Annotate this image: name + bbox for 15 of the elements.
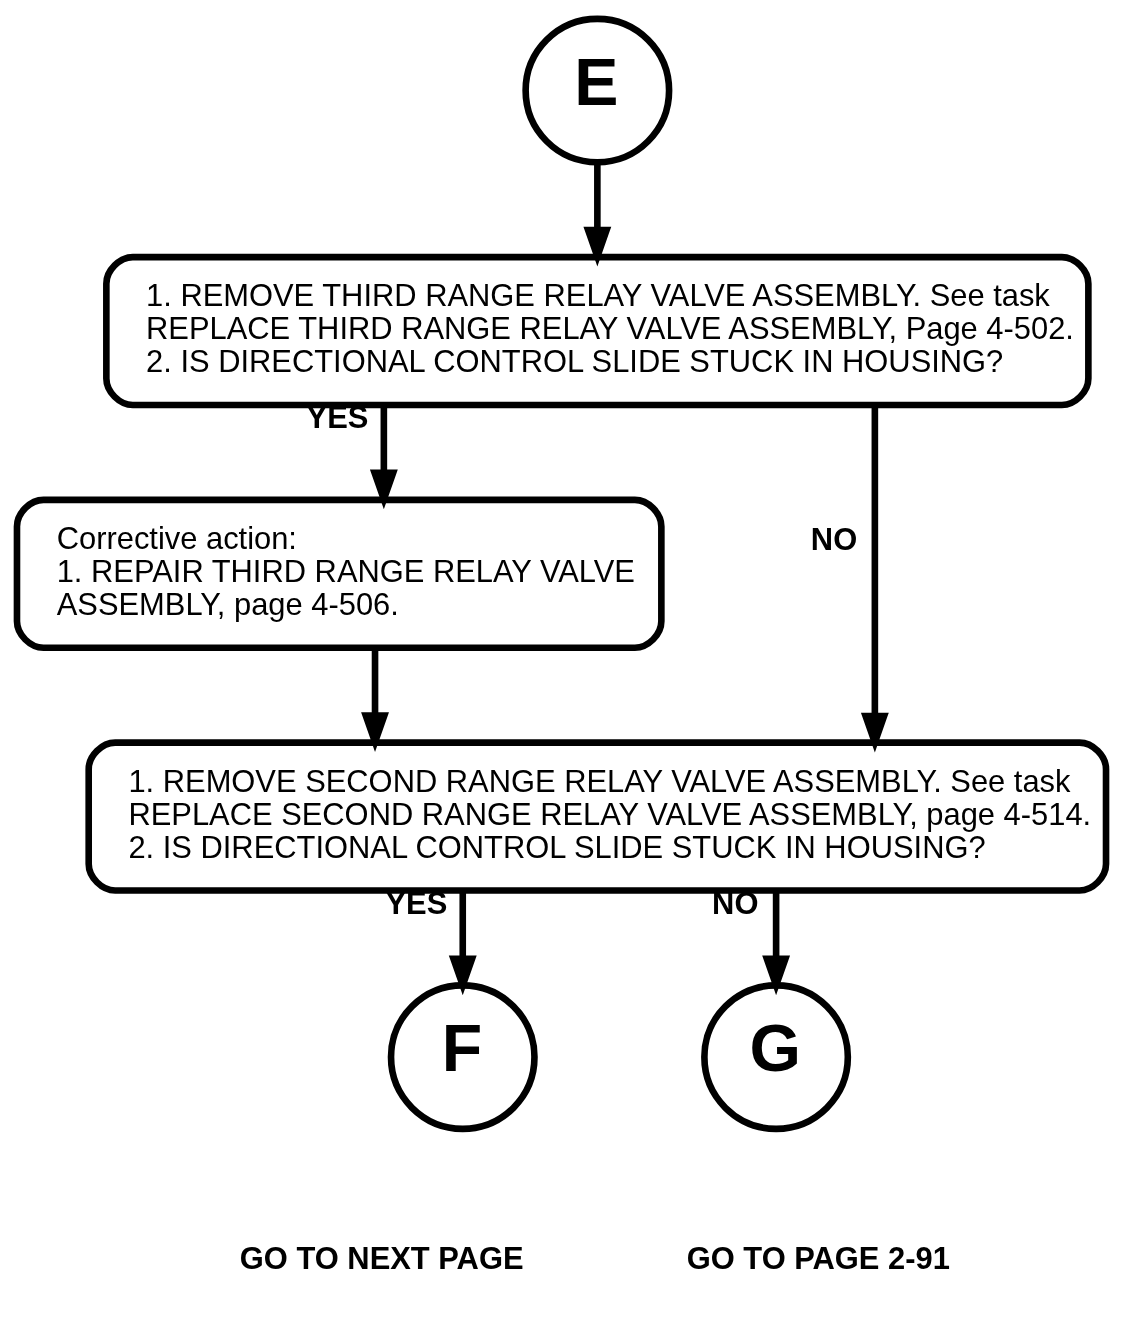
edge-label: NO: [810, 522, 858, 558]
node-circle: E: [522, 15, 673, 166]
arrow: [583, 162, 612, 267]
arrow: [369, 405, 398, 510]
arrow: [448, 890, 477, 996]
arrow: [762, 890, 791, 996]
node-box: 1. REMOVE SECOND RANGE RELAY VALVE ASSEMBLY. See task REPLACE SECOND RANGE RELAY VALVE ASSEMBLY, page 4-514. 2. IS DIRECTIONAL CONTROL SLIDE STUCK IN HOUSING?: [85, 739, 1110, 894]
node-box: Corrective action: 1. REPAIR THIRD RANGE RELAY VALVE ASSEMBLY, page 4-506.: [13, 496, 665, 652]
node-label: GO TO PAGE 2-91: [686, 1241, 950, 1277]
node-label: GO TO NEXT PAGE: [239, 1241, 524, 1277]
node-box: 1. REMOVE THIRD RANGE RELAY VALVE ASSEMBLY. See task REPLACE THIRD RANGE RELAY VALVE ASSEMBLY, Page 4-502. 2. IS DIRECTIONAL CONTROL SLIDE STUCK IN HOUSING?: [103, 253, 1092, 409]
arrow: [860, 405, 889, 753]
node-circle: G: [701, 982, 852, 1133]
arrow: [361, 648, 389, 753]
node-circle: F: [387, 982, 538, 1133]
